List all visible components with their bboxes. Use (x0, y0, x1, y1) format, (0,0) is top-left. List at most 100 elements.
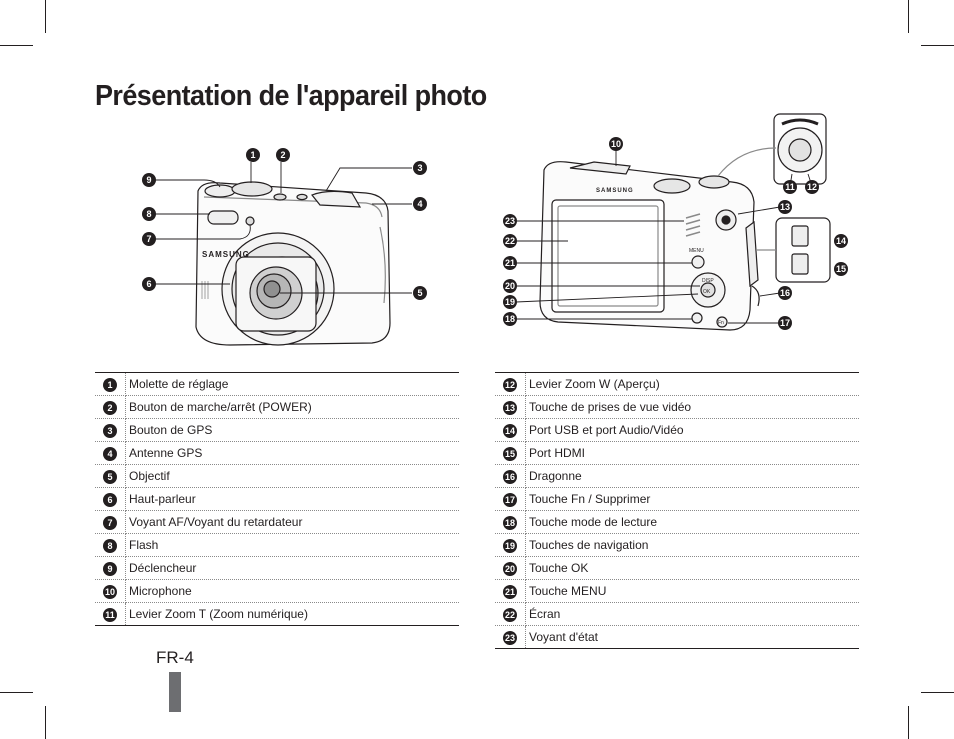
legend-row: 10 Microphone (95, 579, 459, 603)
legend-row: 18 Touche mode de lecture (495, 510, 859, 534)
camera-front-figure: SAMSUNG (140, 145, 440, 350)
legend-number: 3 (103, 423, 117, 438)
legend-table-right: 12 Levier Zoom W (Aperçu) 13 Touche de pri… (495, 372, 859, 649)
marker-14: 14 (834, 234, 848, 248)
legend-number: 15 (503, 446, 517, 461)
marker-23: 23 (503, 214, 517, 228)
legend-label: Dragonne (525, 464, 859, 488)
marker-4: 4 (413, 197, 427, 211)
crop-mark (45, 706, 46, 739)
fn-label: Fn (718, 320, 724, 326)
legend-label: Objectif (125, 464, 459, 488)
brand-logo: SAMSUNG (202, 250, 250, 259)
legend-label: Touche mode de lecture (525, 510, 859, 534)
legend-row: 3 Bouton de GPS (95, 418, 459, 442)
legend-row: 7 Voyant AF/Voyant du retardateur (95, 510, 459, 534)
legend-number: 14 (503, 423, 517, 438)
legend-label: Levier Zoom W (Aperçu) (525, 372, 859, 396)
crop-mark (908, 706, 909, 739)
page-title: Présentation de l'appareil photo (95, 80, 487, 112)
legend-row: 16 Dragonne (495, 464, 859, 488)
legend-label: Touches de navigation (525, 533, 859, 557)
legend-number: 6 (103, 492, 117, 507)
legend-label: Antenne GPS (125, 441, 459, 465)
legend-label: Levier Zoom T (Zoom numérique) (129, 607, 308, 621)
marker-8: 8 (142, 207, 156, 221)
legend-number: 8 (103, 538, 117, 553)
marker-10: 10 (609, 137, 623, 151)
marker-11: 11 (783, 180, 797, 194)
legend-label: Touche de prises de vue vidéo (525, 395, 859, 419)
legend-row: 1 Molette de réglage (95, 372, 459, 396)
marker-7: 7 (142, 232, 156, 246)
page-number: FR-4 (156, 648, 194, 667)
marker-9: 9 (142, 173, 156, 187)
legend-number: 16 (503, 469, 517, 484)
legend-number: 17 (503, 492, 517, 507)
crop-mark (921, 45, 954, 46)
legend-row: 17 Touche Fn / Supprimer (495, 487, 859, 511)
legend-label: Microphone (125, 579, 459, 603)
legend-row: 19 Touches de navigation (495, 533, 859, 557)
crop-mark (0, 45, 33, 46)
legend-row: 14 Port USB et port Audio/Vidéo (495, 418, 859, 442)
menu-button-label: MENU (689, 248, 704, 254)
ok-label: OK (703, 289, 711, 295)
legend-row: 11 Levier Zoom T (Zoom numérique) (95, 602, 459, 626)
legend-label: Écran (525, 602, 859, 626)
marker-12: 12 (805, 180, 819, 194)
legend-number: 23 (503, 630, 517, 645)
legend-label: Molette de réglage (125, 372, 459, 396)
marker-2: 2 (276, 148, 290, 162)
legend-label: Port HDMI (525, 441, 859, 465)
legend-label: Touche OK (525, 556, 859, 580)
legend-number: 9 (103, 561, 117, 576)
marker-3: 3 (413, 161, 427, 175)
marker-5: 5 (413, 286, 427, 300)
legend-number: 10 (103, 584, 117, 599)
legend-number: 18 (503, 515, 517, 530)
legend-number: 19 (503, 538, 517, 553)
legend-number: 2 (103, 400, 117, 415)
crop-mark (0, 692, 33, 693)
legend-number: 22 (503, 607, 517, 622)
legend-number: 21 (503, 584, 517, 599)
legend-number: 11 (103, 607, 117, 622)
legend-row: 4 Antenne GPS (95, 441, 459, 465)
marker-16: 16 (778, 286, 792, 300)
legend-row: 5 Objectif (95, 464, 459, 488)
brand-logo-back: SAMSUNG (596, 188, 634, 194)
legend-row: 15 Port HDMI (495, 441, 859, 465)
marker-17: 17 (778, 316, 792, 330)
camera-back-illustration: SAMSUNG MENU DISP OK Fn (515, 113, 831, 331)
legend-label: Bouton de GPS (125, 418, 459, 442)
legend-label: Voyant AF/Voyant du retardateur (125, 510, 459, 534)
disp-label: DISP (702, 278, 714, 284)
marker-18: 18 (503, 312, 517, 326)
legend-row: 13 Touche de prises de vue vidéo (495, 395, 859, 419)
legend-number: 4 (103, 446, 117, 461)
marker-21: 21 (503, 256, 517, 270)
crop-mark (921, 692, 954, 693)
legend-number: 13 (503, 400, 517, 415)
legend-label: Port USB et port Audio/Vidéo (525, 418, 859, 442)
page-tab-marker (169, 672, 181, 712)
legend-number: 5 (103, 469, 117, 484)
marker-15: 15 (834, 262, 848, 276)
legend-label: Touche Fn / Supprimer (525, 487, 859, 511)
legend-number: 12 (503, 377, 517, 392)
legend-number: 1 (103, 377, 117, 392)
legend-row: 9 Déclencheur (95, 556, 459, 580)
marker-22: 22 (503, 234, 517, 248)
crop-mark (908, 0, 909, 33)
legend-label: Haut-parleur (125, 487, 459, 511)
marker-20: 20 (503, 279, 517, 293)
marker-1: 1 (246, 148, 260, 162)
legend-label: Déclencheur (125, 556, 459, 580)
legend-number: 7 (103, 515, 117, 530)
